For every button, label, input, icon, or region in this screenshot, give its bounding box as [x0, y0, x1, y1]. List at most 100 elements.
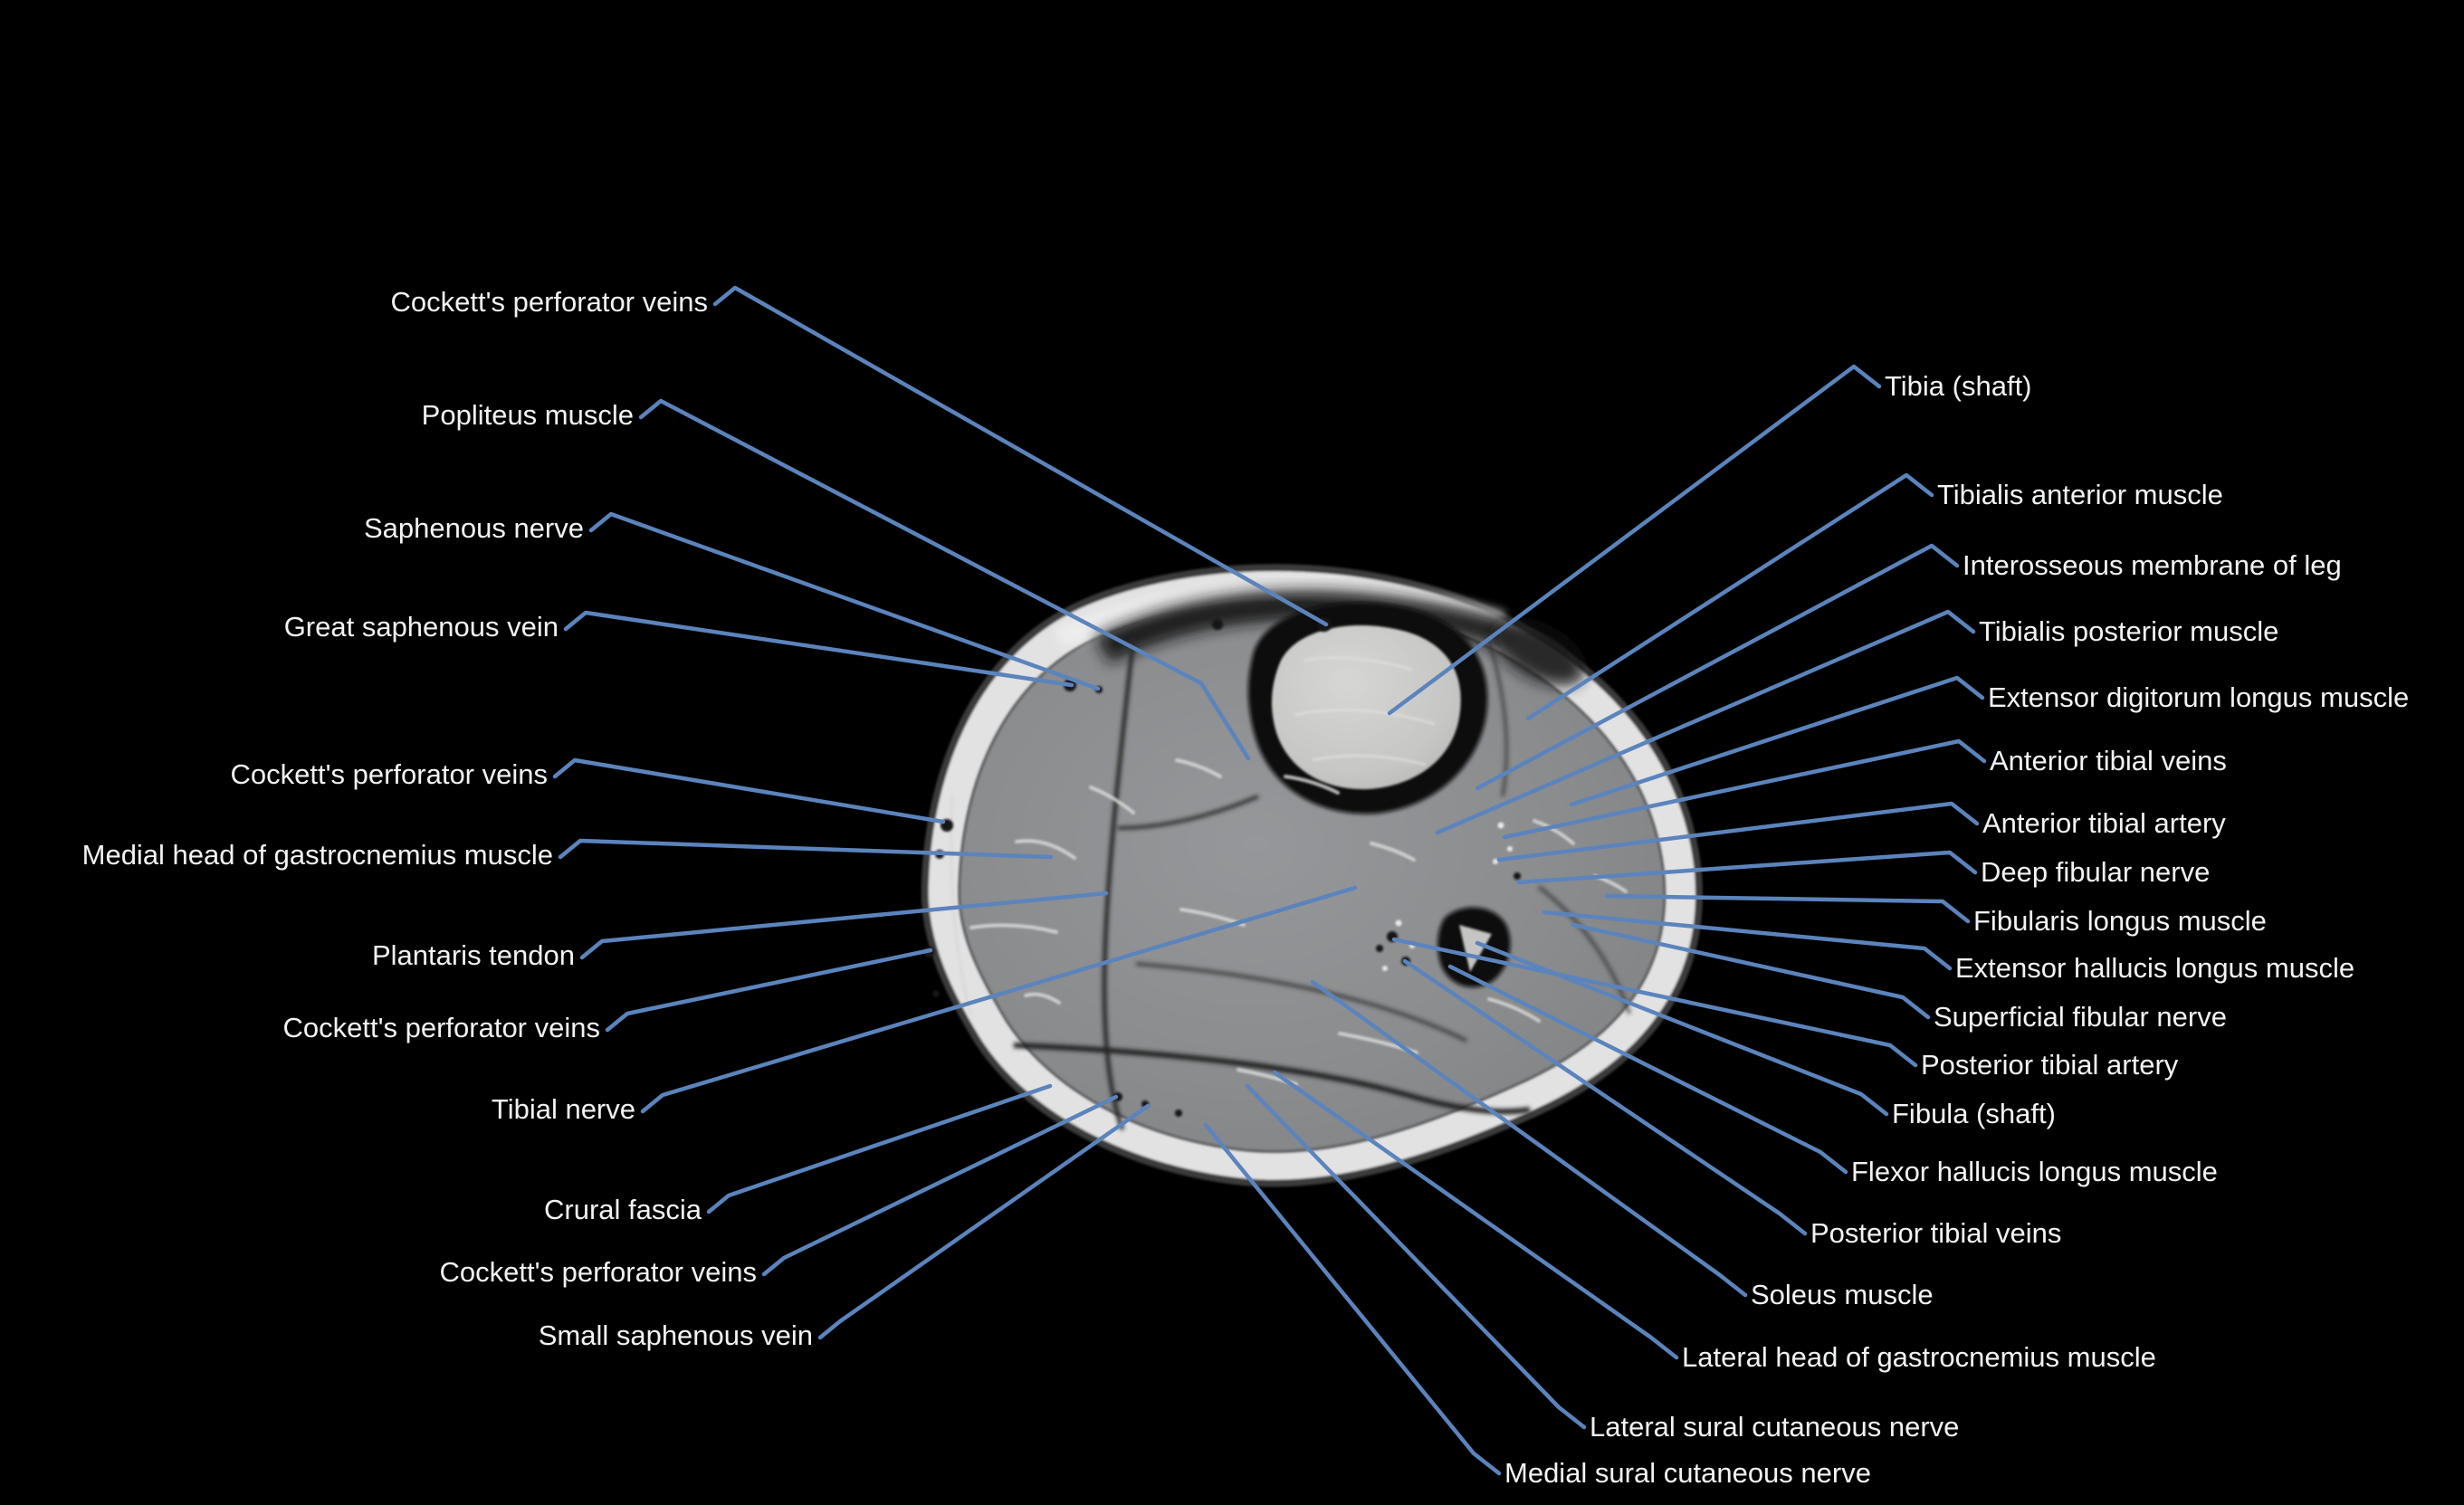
vein-dot	[1212, 619, 1223, 630]
label-deep-fibular-nerve: Deep fibular nerve	[1516, 850, 2211, 890]
label-text-tibialis-posterior-muscle: Tibialis posterior muscle	[1979, 615, 2278, 647]
label-text-superficial-fibular-nerve: Superficial fibular nerve	[1934, 1001, 2227, 1033]
label-soleus-muscle: Soleus muscle	[1310, 979, 1934, 1312]
anterolateral-fascia-shadow	[1493, 621, 1585, 686]
vessel-speck	[1507, 846, 1513, 852]
fascia-line	[1135, 962, 1467, 1043]
leader-line-anterior-tibial-veins	[1502, 738, 1987, 840]
fascia-line	[1102, 638, 1136, 1130]
label-superficial-fibular-nerve: Superficial fibular nerve	[1571, 922, 2228, 1034]
label-cocketts-perforator-veins-3: Cockett's perforator veins	[282, 948, 933, 1045]
leader-line-lateral-head-of-gastrocnemius-muscle	[1272, 1070, 1679, 1360]
label-text-flexor-hallucis-longus-muscle: Flexor hallucis longus muscle	[1851, 1156, 2218, 1187]
fascia-line	[1485, 633, 1509, 797]
label-saphenous-nerve: Saphenous nerve	[362, 511, 1101, 691]
leader-line-anterior-tibial-artery	[1496, 801, 1980, 862]
anterior-deep-fascia	[1095, 589, 1512, 664]
septum-streak	[1370, 842, 1416, 862]
label-text-posterior-tibial-veins: Posterior tibial veins	[1810, 1217, 2061, 1249]
label-text-posterior-tibial-artery: Posterior tibial artery	[1921, 1049, 2179, 1081]
label-cocketts-perforator-veins-1: Cockett's perforator veins	[389, 285, 1329, 627]
vein-dot	[932, 990, 940, 997]
label-text-cocketts-perforator-veins-3: Cockett's perforator veins	[282, 1012, 600, 1043]
marrow-streak	[1312, 754, 1427, 767]
fibula-marrow	[1459, 925, 1492, 972]
label-text-medial-head-of-gastrocnemius-muscle: Medial head of gastrocnemius muscle	[82, 839, 553, 871]
septum-streak	[1089, 786, 1135, 814]
label-text-deep-fibular-nerve: Deep fibular nerve	[1981, 856, 2210, 888]
label-text-fibularis-longus-muscle: Fibularis longus muscle	[1973, 905, 2267, 937]
septum-streak	[1024, 992, 1061, 1005]
leader-line-popliteus-muscle	[638, 398, 1251, 761]
leader-line-crural-fascia	[706, 1083, 1053, 1214]
label-lateral-sural-cutaneous-nerve: Lateral sural cutaneous nerve	[1245, 1083, 1961, 1444]
label-posterior-tibial-artery: Posterior tibial artery	[1391, 937, 2180, 1082]
label-fibula-shaft: Fibula (shaft)	[1475, 940, 2057, 1131]
leader-line-posterior-tibial-artery	[1391, 937, 1918, 1068]
leader-line-fibula-shaft	[1475, 940, 1889, 1117]
septum-streak	[1284, 775, 1340, 795]
fascia-line	[1013, 1043, 1531, 1115]
leader-line-fibularis-longus-muscle	[1604, 893, 1971, 924]
label-medial-sural-cutaneous-nerve: Medial sural cutaneous nerve	[1203, 1122, 1872, 1491]
leader-line-saphenous-nerve	[588, 511, 1101, 691]
label-text-crural-fascia: Crural fascia	[544, 1194, 702, 1225]
label-great-saphenous-vein: Great saphenous vein	[282, 610, 1074, 688]
label-tibia-shaft: Tibia (shaft)	[1387, 364, 2033, 716]
label-medial-head-of-gastrocnemius-muscle: Medial head of gastrocnemius muscle	[81, 838, 1054, 872]
leader-line-tibialis-posterior-muscle	[1435, 609, 1976, 835]
vein-dot	[1175, 1110, 1182, 1117]
label-anterior-tibial-artery: Anterior tibial artery	[1496, 801, 2228, 862]
label-text-tibialis-anterior-muscle: Tibialis anterior muscle	[1937, 479, 2223, 510]
leader-line-cocketts-perforator-veins-3	[605, 948, 933, 1033]
septum-streak	[969, 923, 1058, 934]
leader-line-medial-sural-cutaneous-nerve	[1203, 1122, 1502, 1476]
vein-dot	[1514, 872, 1521, 880]
label-text-interosseous-membrane-of-leg: Interosseous membrane of leg	[1963, 549, 2342, 581]
label-text-popliteus-muscle: Popliteus muscle	[422, 399, 634, 431]
leader-line-extensor-digitorum-longus-muscle	[1569, 675, 1985, 807]
label-text-lateral-head-of-gastrocnemius-muscle: Lateral head of gastrocnemius muscle	[1682, 1341, 2156, 1373]
label-text-fibula-shaft: Fibula (shaft)	[1892, 1098, 2056, 1129]
label-lateral-head-of-gastrocnemius-muscle: Lateral head of gastrocnemius muscle	[1272, 1070, 2157, 1375]
fascia-line	[1117, 795, 1259, 830]
label-text-lateral-sural-cutaneous-nerve: Lateral sural cutaneous nerve	[1590, 1411, 1959, 1443]
leader-line-soleus-muscle	[1310, 979, 1748, 1298]
leader-line-extensor-hallucis-longus-muscle	[1542, 910, 1953, 971]
septum-streak	[1175, 758, 1222, 778]
leader-line-cocketts-perforator-veins-2	[552, 757, 946, 824]
label-text-soleus-muscle: Soleus muscle	[1751, 1279, 1934, 1310]
label-text-extensor-hallucis-longus-muscle: Extensor hallucis longus muscle	[1955, 952, 2354, 984]
leader-line-tibia-shaft	[1387, 364, 1882, 716]
leader-line-interosseous-membrane-of-leg	[1475, 543, 1960, 791]
label-tibialis-anterior-muscle: Tibialis anterior muscle	[1525, 472, 2224, 721]
label-tibial-nerve: Tibial nerve	[490, 885, 1358, 1127]
tibia-marrow-trabecular-streaks	[1294, 656, 1436, 767]
leader-line-small-saphenous-vein	[817, 1103, 1151, 1340]
label-text-anterior-tibial-veins: Anterior tibial veins	[1990, 745, 2227, 776]
leader-line-plantaris-tendon	[579, 891, 1109, 960]
leader-line-lateral-sural-cutaneous-nerve	[1245, 1083, 1587, 1430]
label-text-medial-sural-cutaneous-nerve: Medial sural cutaneous nerve	[1504, 1457, 1871, 1489]
label-text-anterior-tibial-artery: Anterior tibial artery	[1982, 807, 2226, 839]
label-tibialis-posterior-muscle: Tibialis posterior muscle	[1435, 609, 2280, 835]
leader-line-posterior-tibial-veins	[1402, 958, 1808, 1236]
label-text-cocketts-perforator-veins-4: Cockett's perforator veins	[439, 1256, 757, 1288]
label-text-cocketts-perforator-veins-1: Cockett's perforator veins	[390, 286, 708, 318]
label-anterior-tibial-veins: Anterior tibial veins	[1502, 738, 2228, 840]
vein-dot	[1376, 945, 1383, 952]
septum-streak	[1015, 839, 1076, 860]
fascia-line	[1537, 885, 1631, 1014]
vessel-speck	[1395, 919, 1402, 927]
label-popliteus-muscle: Popliteus muscle	[420, 398, 1251, 761]
leader-line-cocketts-perforator-veins-1	[712, 285, 1329, 627]
label-text-saphenous-nerve: Saphenous nerve	[364, 512, 584, 544]
vessel-speck	[1497, 822, 1504, 829]
marrow-streak	[1303, 656, 1413, 672]
leader-line-medial-head-of-gastrocnemius-muscle	[558, 838, 1054, 860]
label-text-tibial-nerve: Tibial nerve	[492, 1093, 635, 1125]
label-text-cocketts-perforator-veins-2: Cockett's perforator veins	[230, 758, 548, 790]
label-text-extensor-digitorum-longus-muscle: Extensor digitorum longus muscle	[1988, 681, 2409, 713]
